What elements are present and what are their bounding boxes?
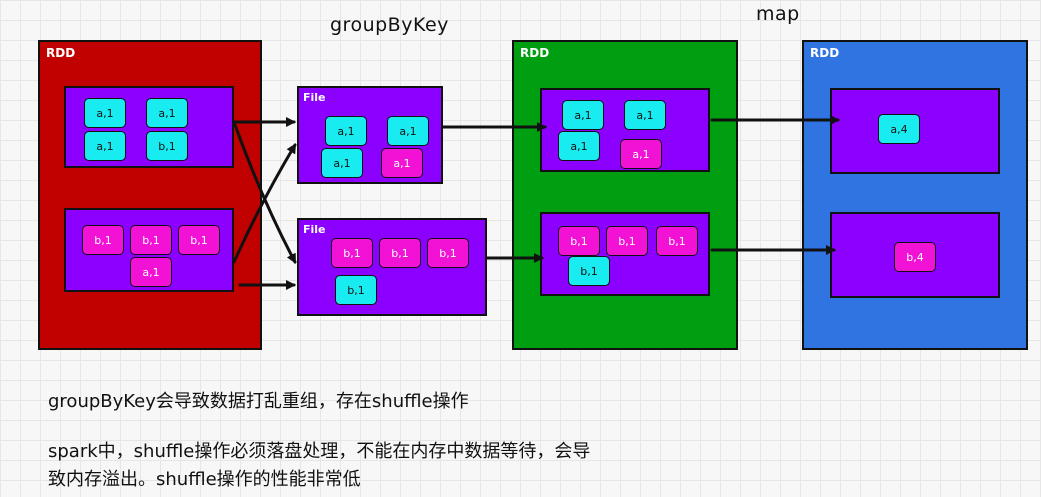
grouped-partition-1: a,1 a,1 a,1 a,1 <box>540 88 710 172</box>
chip-b1: b,1 <box>656 226 698 256</box>
chip-a4: a,4 <box>878 114 920 144</box>
note-line-1: groupByKey会导致数据打乱重组，存在shuffle操作 <box>48 391 469 412</box>
file-partition-2: File b,1 b,1 b,1 b,1 <box>297 218 487 316</box>
chip-b1: b,1 <box>606 226 648 256</box>
chip-a1: a,1 <box>84 131 126 161</box>
chip-b1: b,1 <box>568 256 610 286</box>
chip-a1: a,1 <box>146 98 188 128</box>
rdd-label: RDD <box>46 46 76 60</box>
chip-a1: a,1 <box>620 139 662 169</box>
chip-a1: a,1 <box>130 257 172 287</box>
source-partition-1: a,1 a,1 a,1 b,1 <box>64 86 234 168</box>
chip-b1: b,1 <box>335 275 377 305</box>
chip-a1: a,1 <box>321 148 363 178</box>
arrow-shuffle <box>232 143 297 264</box>
note-line-2: spark中，shuffle操作必须落盘处理，不能在内存中数据等待，会导 <box>48 441 591 462</box>
file-label: File <box>303 91 326 104</box>
chip-a1: a,1 <box>624 100 666 130</box>
chip-b1: b,1 <box>427 238 469 268</box>
chip-b1: b,1 <box>82 225 124 255</box>
grouped-partition-2: b,1 b,1 b,1 b,1 <box>540 212 710 296</box>
file-label: File <box>303 223 326 236</box>
chip-a1: a,1 <box>325 116 367 146</box>
chip-a1: a,1 <box>387 116 429 146</box>
chip-a1: a,1 <box>381 148 423 178</box>
rdd-label: RDD <box>810 46 840 60</box>
chip-a1: a,1 <box>562 100 604 130</box>
chip-b1: b,1 <box>331 238 373 268</box>
chip-b1: b,1 <box>558 226 600 256</box>
map-title: map <box>756 3 800 25</box>
chip-b1: b,1 <box>379 238 421 268</box>
chip-b1: b,1 <box>146 131 188 161</box>
chip-a1: a,1 <box>84 98 126 128</box>
arrow-shuffle <box>232 120 297 264</box>
source-partition-2: b,1 b,1 b,1 a,1 <box>64 208 234 292</box>
groupbykey-title: groupByKey <box>330 14 449 36</box>
rdd-label: RDD <box>520 46 550 60</box>
chip-b1: b,1 <box>178 225 220 255</box>
note-line-3: 致内存溢出。shuffle操作的性能非常低 <box>48 469 361 490</box>
mapped-partition-1: a,4 <box>830 88 1000 174</box>
mapped-partition-2: b,4 <box>830 212 1000 298</box>
chip-b1: b,1 <box>130 225 172 255</box>
file-partition-1: File a,1 a,1 a,1 a,1 <box>297 86 443 184</box>
chip-a1: a,1 <box>558 131 600 161</box>
chip-b4: b,4 <box>894 242 936 272</box>
